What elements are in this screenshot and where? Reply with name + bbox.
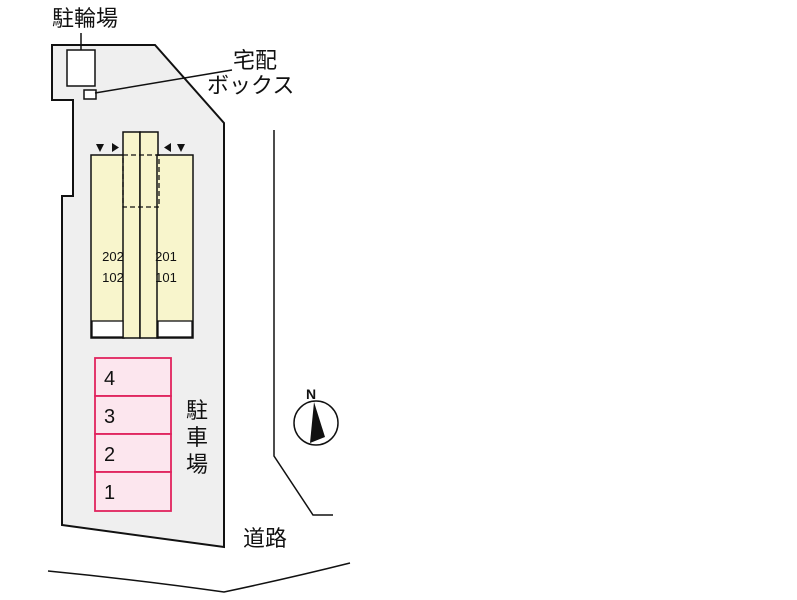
compass: N	[293, 386, 339, 446]
entrance-arrow-icon	[96, 144, 104, 152]
parking-slot	[94, 395, 172, 435]
balcony-right	[157, 320, 193, 338]
building-right-wing	[156, 154, 194, 339]
entrance-arrow-icon	[177, 144, 185, 152]
road-label: 道路	[243, 527, 287, 552]
balcony-left	[91, 320, 124, 338]
building-left-wing	[90, 154, 125, 339]
delivery-box	[83, 89, 97, 100]
unit-number-202: 202	[102, 249, 124, 264]
parking-lot-label-char: 車	[186, 426, 208, 451]
bicycle-parking-area	[66, 49, 96, 87]
parking-slot-number: 4	[104, 368, 115, 390]
delivery-box-leader-line	[94, 69, 233, 94]
stair-outline	[122, 154, 160, 208]
parking-lot-label-char: 場	[186, 453, 208, 478]
road-edge-bottom	[47, 562, 351, 593]
building-core-right	[139, 131, 159, 339]
north-arrow-icon	[310, 402, 325, 443]
building-core-left	[122, 131, 141, 339]
unit-number-102: 102	[102, 270, 124, 285]
delivery-box-label-line1: 宅配	[233, 49, 277, 74]
bicycle-parking-label: 駐輪場	[52, 7, 118, 32]
parking-area: 4 3 2 1	[94, 357, 172, 512]
building: 202 102 201 101	[90, 131, 194, 339]
parking-slot-number: 1	[104, 482, 115, 504]
entrance-arrow-icon	[164, 143, 171, 152]
unit-number-101: 101	[155, 270, 177, 285]
unit-number-201: 201	[155, 249, 177, 264]
parking-slot-number: 2	[104, 444, 115, 466]
entrance-arrow-icon	[112, 143, 119, 152]
road-edge-right	[273, 130, 333, 516]
parking-lot-label-char: 駐	[186, 399, 208, 424]
parking-slot	[94, 433, 172, 473]
north-label: N	[306, 386, 316, 402]
parking-slot	[94, 471, 172, 512]
delivery-box-label-line2: ボックス	[207, 74, 294, 99]
parking-slot-number: 3	[104, 406, 115, 428]
